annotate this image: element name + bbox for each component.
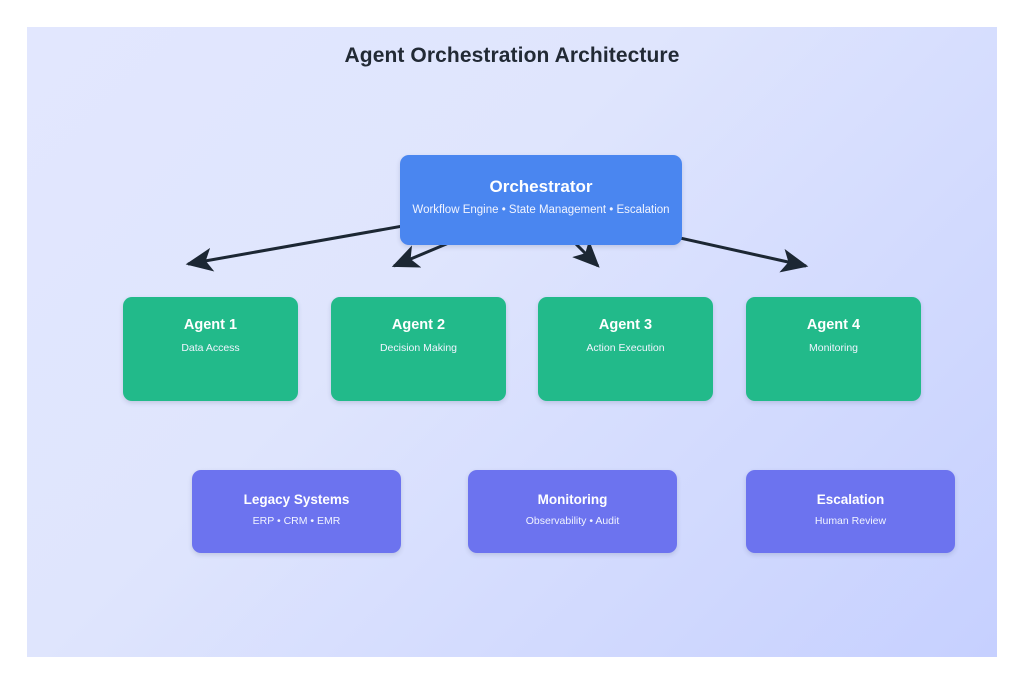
node-escalation[interactable]: Escalation Human Review (746, 470, 955, 553)
node-legacy-systems-subtitle: ERP • CRM • EMR (252, 515, 341, 527)
node-agent-4-subtitle: Monitoring (808, 342, 859, 354)
node-monitoring-system[interactable]: Monitoring Observability • Audit (468, 470, 677, 553)
node-agent-1-subtitle: Data Access (181, 342, 240, 354)
node-orchestrator-title: Orchestrator (489, 177, 593, 196)
node-agent-2[interactable]: Agent 2 Decision Making (331, 297, 506, 401)
node-escalation-subtitle: Human Review (814, 515, 887, 527)
node-monitoring-system-subtitle: Observability • Audit (525, 515, 620, 527)
node-legacy-systems[interactable]: Legacy Systems ERP • CRM • EMR (192, 470, 401, 553)
node-orchestrator[interactable]: Orchestrator Workflow Engine • State Man… (400, 155, 682, 245)
node-agent-2-title: Agent 2 (391, 317, 446, 333)
diagram-panel: Agent Orchestration Architecture Orchest… (27, 27, 997, 657)
node-agent-4[interactable]: Agent 4 Monitoring (746, 297, 921, 401)
node-escalation-title: Escalation (816, 492, 885, 507)
node-agent-3[interactable]: Agent 3 Action Execution (538, 297, 713, 401)
node-agent-3-subtitle: Action Execution (586, 342, 665, 354)
node-orchestrator-subtitle: Workflow Engine • State Management • Esc… (412, 204, 670, 216)
page-title: Agent Orchestration Architecture (344, 44, 680, 67)
node-agent-4-title: Agent 4 (806, 317, 861, 333)
node-agent-1[interactable]: Agent 1 Data Access (123, 297, 298, 401)
node-monitoring-system-title: Monitoring (537, 492, 608, 507)
node-agent-2-subtitle: Decision Making (379, 342, 458, 354)
node-agent-1-title: Agent 1 (183, 317, 238, 333)
node-legacy-systems-title: Legacy Systems (243, 492, 350, 507)
node-agent-3-title: Agent 3 (598, 317, 653, 333)
